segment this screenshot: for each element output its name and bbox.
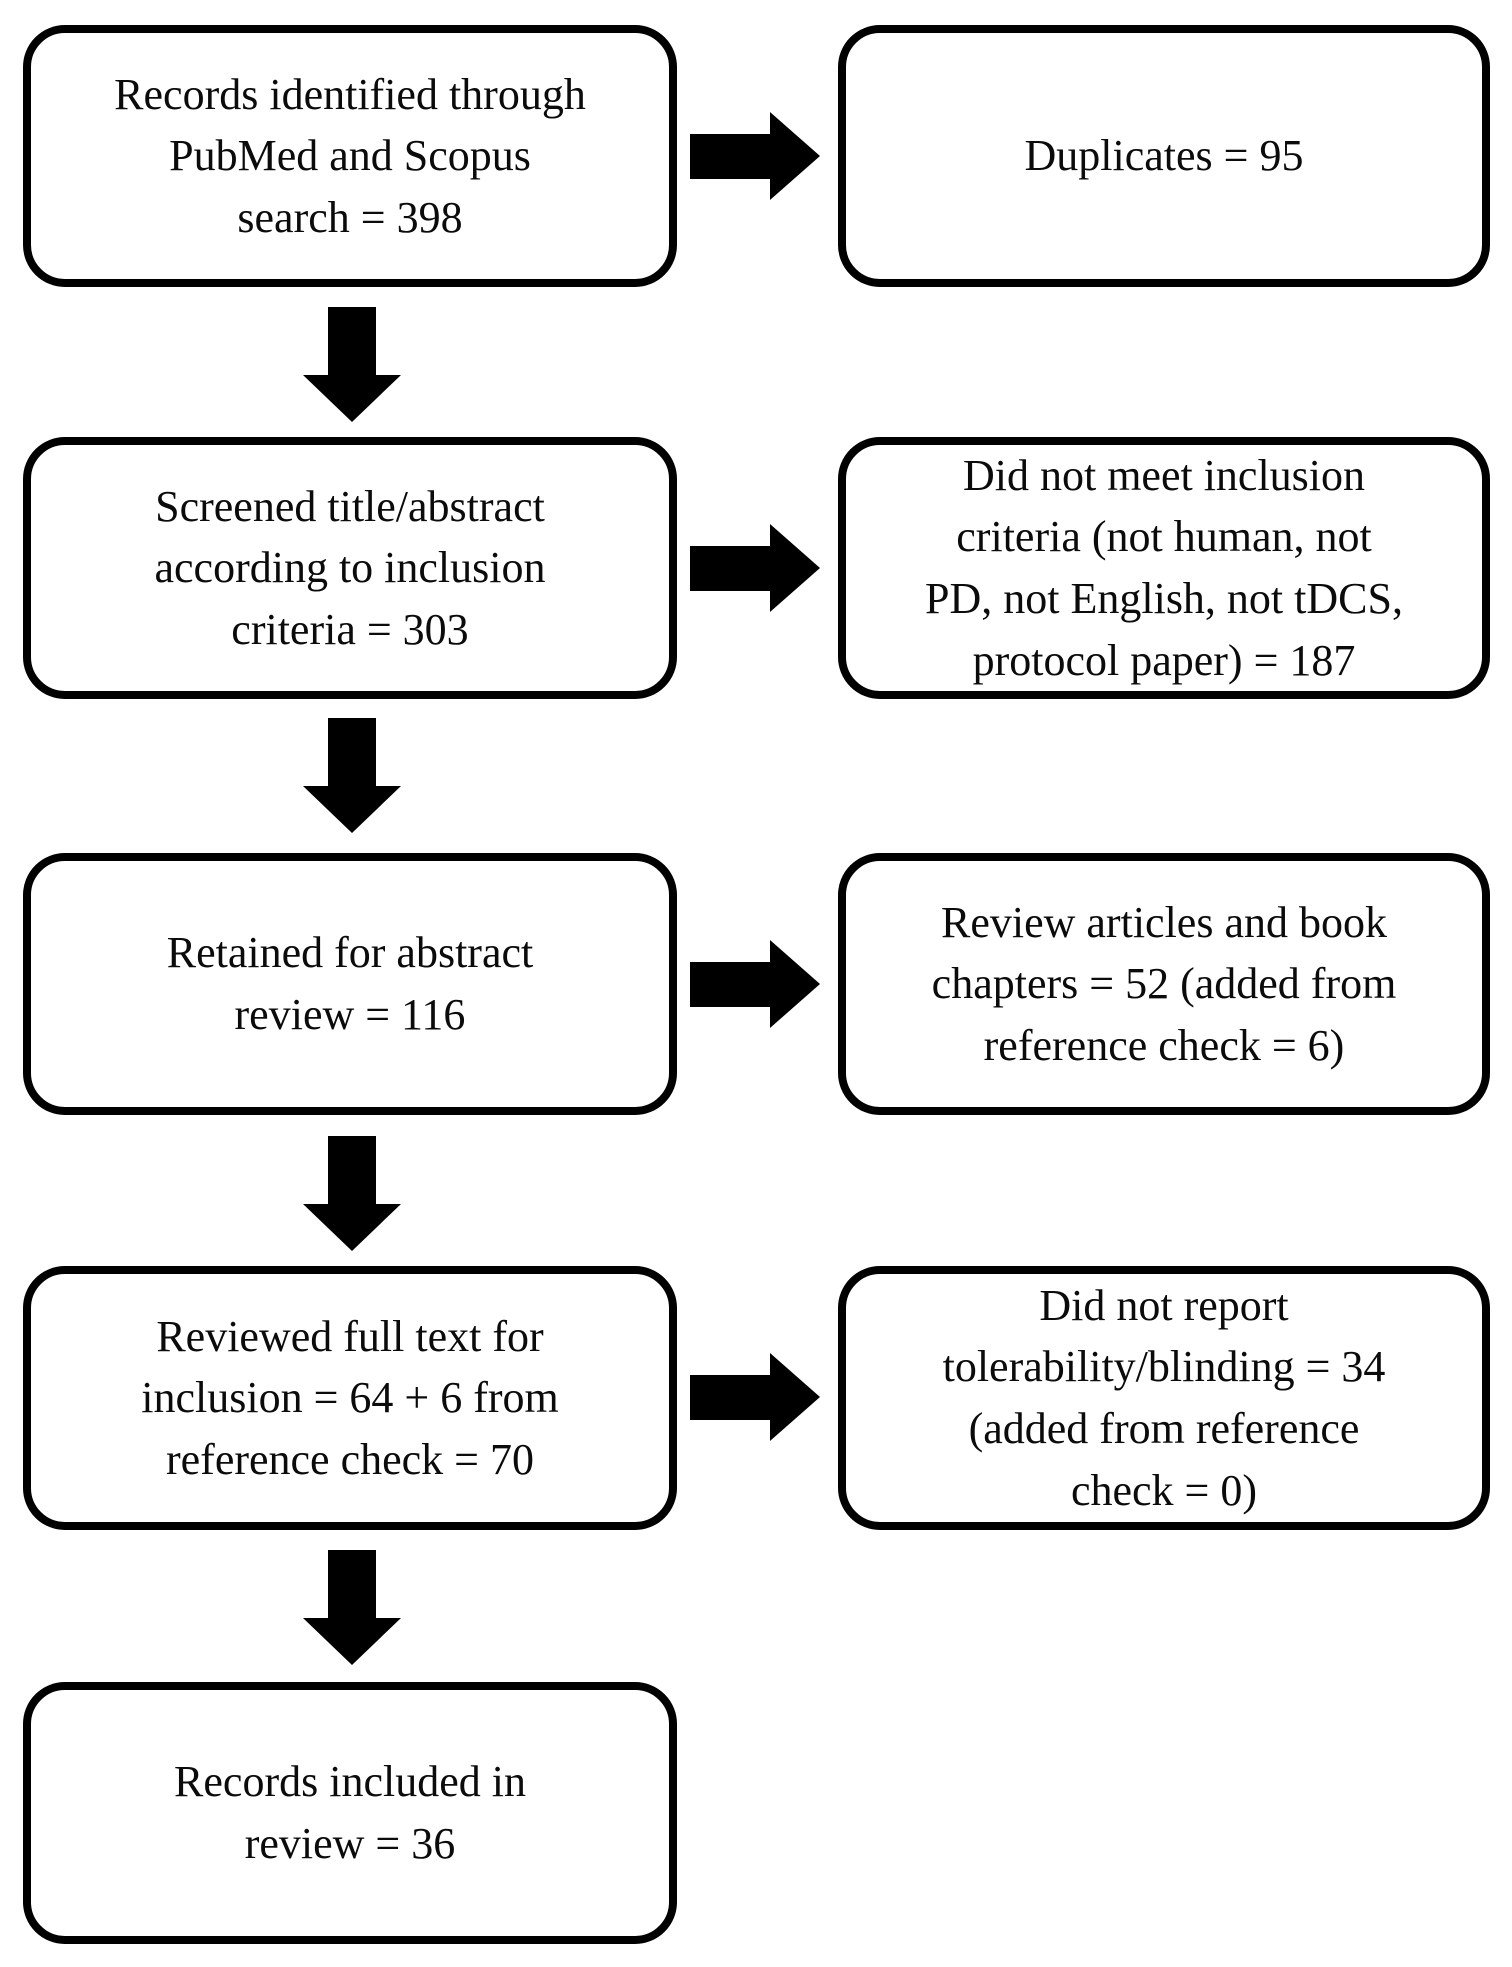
box-review-articles-book-chapters: Review articles and book chapters = 52 (… — [838, 853, 1490, 1115]
box-did-not-meet-criteria-text: Did not meet inclusion criteria (not hum… — [925, 450, 1403, 685]
box-records-included-text: Records included in review = 36 — [174, 1757, 526, 1868]
box-screened-title-abstract: Screened title/abstract according to inc… — [23, 437, 677, 699]
box-review-articles-book-chapters-text: Review articles and book chapters = 52 (… — [931, 897, 1397, 1070]
box-did-not-meet-criteria: Did not meet inclusion criteria (not hum… — [838, 437, 1490, 699]
arrow-right-icon — [690, 940, 820, 1028]
box-records-identified-text: Records identified through PubMed and Sc… — [114, 69, 586, 242]
arrow-down-icon — [303, 1136, 401, 1251]
box-retained-abstract-review: Retained for abstract review = 116 — [23, 853, 677, 1115]
box-duplicates-text: Duplicates = 95 — [1024, 131, 1304, 181]
box-screened-title-abstract-text: Screened title/abstract according to inc… — [154, 481, 546, 654]
arrow-down-icon — [303, 1550, 401, 1665]
arrow-down-icon — [303, 718, 401, 833]
box-retained-abstract-review-text: Retained for abstract review = 116 — [166, 928, 534, 1039]
box-no-tolerability-blinding-text: Did not report tolerability/blinding = 3… — [942, 1280, 1386, 1515]
arrow-right-icon — [690, 1353, 820, 1441]
box-no-tolerability-blinding: Did not report tolerability/blinding = 3… — [838, 1266, 1490, 1530]
arrow-right-icon — [690, 524, 820, 612]
arrow-down-icon — [303, 307, 401, 422]
box-reviewed-full-text-text: Reviewed full text for inclusion = 64 + … — [141, 1311, 559, 1484]
box-reviewed-full-text: Reviewed full text for inclusion = 64 + … — [23, 1266, 677, 1530]
box-records-identified: Records identified through PubMed and Sc… — [23, 25, 677, 287]
box-records-included: Records included in review = 36 — [23, 1682, 677, 1944]
box-duplicates: Duplicates = 95 — [838, 25, 1490, 287]
arrow-right-icon — [690, 112, 820, 200]
